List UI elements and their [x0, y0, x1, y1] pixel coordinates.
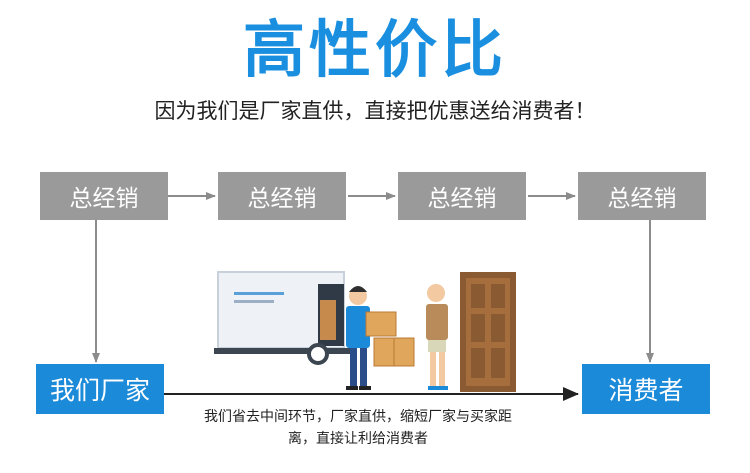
- truck-illustration: [214, 271, 354, 365]
- page-title: 高性价比: [242, 13, 507, 86]
- distributor-box-4: 总经销: [578, 172, 706, 220]
- caption-line-1: 我们省去中间环节，厂家直供，缩短厂家与买家距: [204, 409, 512, 425]
- distributor-box-3: 总经销: [398, 172, 526, 220]
- consumer-box: 消费者: [582, 364, 710, 414]
- factory-box: 我们厂家: [36, 364, 164, 414]
- distributor-box-1: 总经销: [40, 172, 168, 220]
- caption-line-2: 离，直接让利给消费者: [288, 431, 428, 447]
- caption: 我们省去中间环节，厂家直供，缩短厂家与买家距 离，直接让利给消费者: [178, 406, 538, 450]
- courier-figure: [346, 286, 371, 390]
- parcel-boxes: [365, 311, 415, 367]
- subtitle: 因为我们是厂家直供，直接把优惠送给消费者！: [154, 99, 596, 123]
- customer-figure: [426, 284, 448, 390]
- door-illustration: [460, 272, 516, 392]
- distributor-box-2: 总经销: [218, 172, 346, 220]
